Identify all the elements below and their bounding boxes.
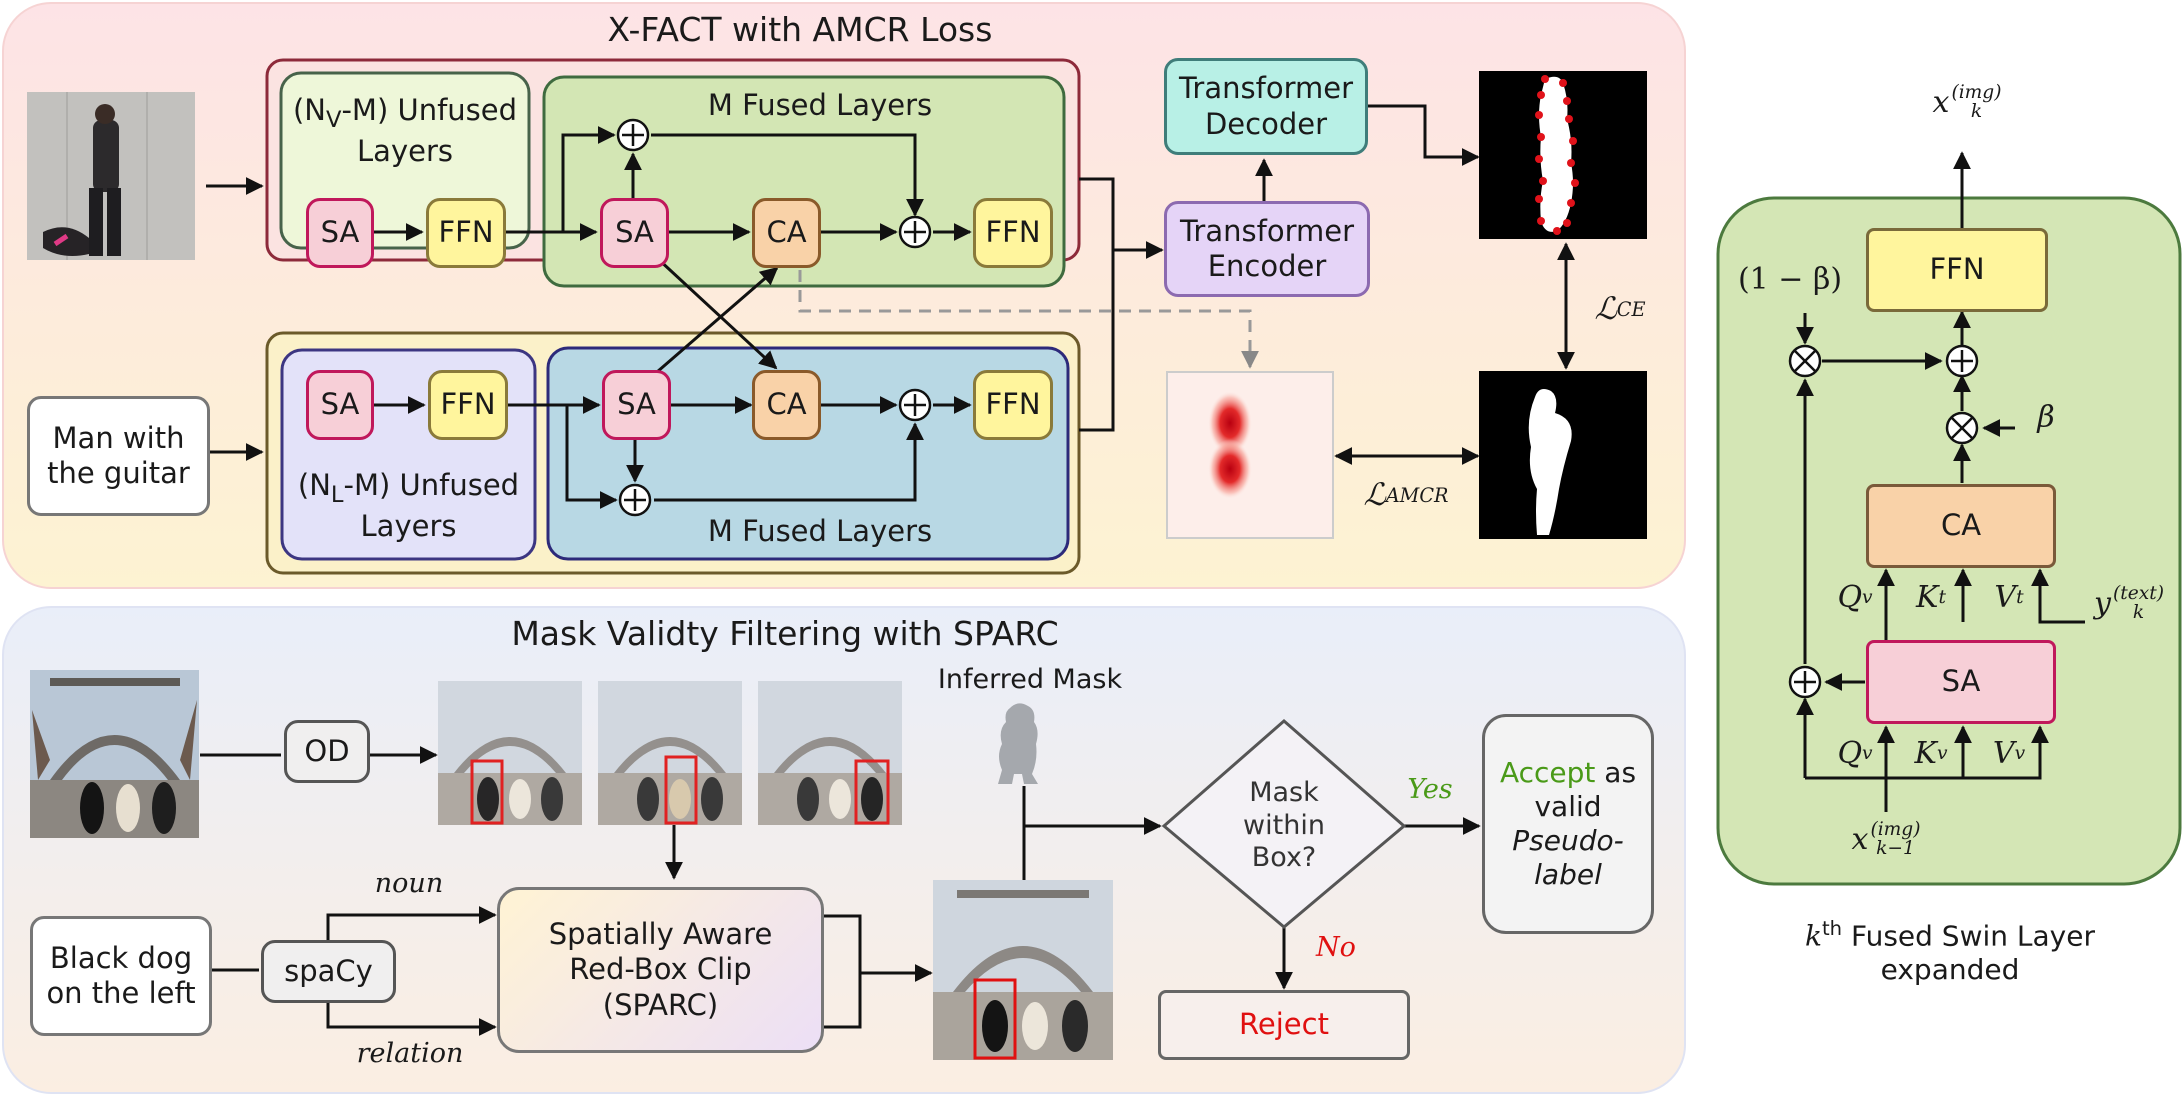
vision-unfused-label: (NV-M) Unfused Layers [292,92,518,168]
reject-box: Reject [1158,990,1410,1060]
candidate-crop-2 [598,681,742,825]
lang-fused-ca: CA [752,370,821,440]
relation-label: relation [356,1037,464,1069]
lang-unfused-ffn: FFN [428,370,508,440]
spacy-box: spaCy [261,940,396,1003]
predicted-mask [1479,71,1647,239]
vision-fused-ca: CA [752,198,821,268]
bottom-panel [2,606,1686,1094]
right-sa-box: SA [1866,640,2056,724]
x-in-label: x(img)k−1 [1851,819,1921,859]
candidate-crop-1 [438,681,582,825]
bottom-panel-title: Mask Validty Filtering with SPARC [511,613,1059,653]
right-ffn-box: FFN [1866,228,2048,312]
no-label: No [1316,931,1356,963]
transformer-decoder: Transformer Decoder [1164,58,1368,155]
lang-fused-sa: SA [602,370,671,440]
sparc-box: Spatially Aware Red-Box Clip (SPARC) [497,887,824,1053]
vision-fused-group [542,75,1066,288]
decision-label: Mask within Box? [1243,776,1325,874]
lang-fused-group [546,346,1070,561]
yes-label: Yes [1407,773,1453,805]
vision-fused-sa: SA [600,198,669,268]
input-photo-guitar [27,92,195,260]
accept-box: Accept as valid Pseudo- label [1482,714,1654,934]
selected-photo [933,880,1113,1060]
vision-unfused-ffn: FFN [426,198,506,268]
vision-fused-ffn: FFN [973,198,1053,268]
ground-truth-mask [1479,371,1647,539]
inferred-mask-silhouette [980,700,1060,786]
source-photo-eiffel [30,670,199,838]
od-box: OD [284,720,370,783]
lang-fused-label: M Fused Layers [707,514,933,549]
lang-fused-ffn: FFN [973,370,1053,440]
candidate-crop-3 [758,681,902,825]
vision-fused-label: M Fused Layers [707,88,933,123]
query-text-box: Black dog on the left [30,916,212,1036]
attention-heatmap [1166,371,1334,539]
right-ca-box: CA [1866,484,2056,568]
lang-unfused-sa: SA [306,370,374,440]
right-panel-caption: kth Fused Swin Layer expanded [1805,916,2095,987]
x-out-label: x(img)k [1932,82,2002,122]
input-text-box: Man with the guitar [27,396,210,516]
top-panel-title: X-FACT with AMCR Loss [607,9,993,49]
input-text: Man with the guitar [47,420,190,490]
decision-diamond [1161,719,1407,929]
y-text-label: y(text)k [2094,583,2164,623]
inferred-mask-label: Inferred Mask [937,663,1123,695]
beta-label: β [2037,399,2055,435]
lang-unfused-label: (NL-M) Unfused Layers [297,467,520,543]
one-minus-beta-label: (1 − β) [1737,261,1843,297]
vision-unfused-sa: SA [306,198,374,268]
noun-label: noun [374,867,444,899]
transformer-encoder: Transformer Encoder [1164,201,1370,297]
